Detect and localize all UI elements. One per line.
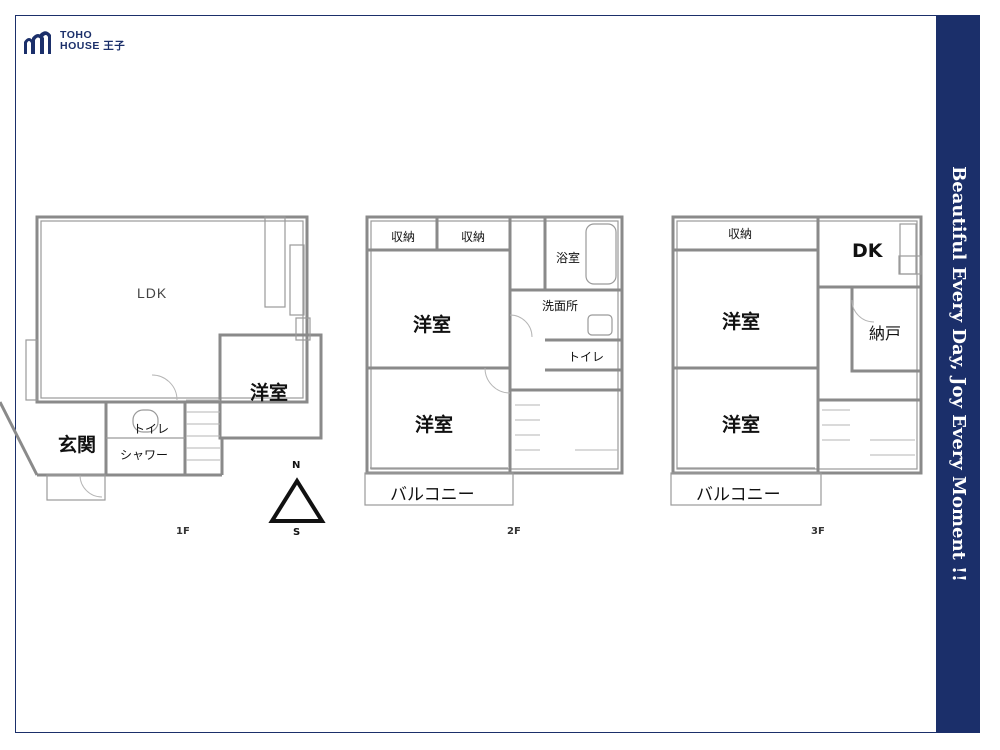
- floor-label-3f: 3F: [811, 526, 825, 537]
- page-frame: [15, 15, 937, 733]
- room-storage-3f: 収納: [728, 227, 753, 241]
- room-western-b-2f: 洋室: [415, 414, 454, 436]
- room-toilet-1f: トイレ: [133, 422, 170, 436]
- room-balcony-2f: バルコニー: [390, 485, 475, 505]
- room-storage-a-2f: 収納: [391, 230, 416, 244]
- room-balcony-3f: バルコニー: [696, 485, 781, 505]
- brand-name: TOHO HOUSE 王子: [60, 30, 125, 52]
- compass-north-label: N: [292, 460, 301, 471]
- brand-sidebar: [937, 15, 980, 733]
- room-western-1f: 洋室: [250, 382, 289, 404]
- room-toilet-2f: トイレ: [568, 350, 605, 364]
- room-shower-1f: シャワー: [120, 448, 169, 462]
- room-storage-b-2f: 収納: [461, 230, 486, 244]
- compass: [268, 477, 326, 523]
- floor-3f-walls: [670, 215, 923, 506]
- room-entrance-1f: 玄関: [58, 434, 97, 456]
- floor-1f-walls: [0, 215, 323, 501]
- room-western-a-3f: 洋室: [722, 311, 761, 333]
- brand-name-line2: HOUSE 王子: [60, 40, 126, 52]
- room-western-a-2f: 洋室: [413, 314, 452, 336]
- room-bath-2f: 浴室: [556, 251, 581, 265]
- room-washroom-2f: 洗面所: [542, 299, 579, 313]
- room-dk-3f: DK: [852, 240, 883, 262]
- floor-2f-walls: [364, 215, 624, 506]
- brand-name-line1: TOHO: [60, 29, 93, 41]
- toho-logo-icon: [24, 31, 51, 54]
- floor-label-2f: 2F: [507, 526, 521, 537]
- room-ldk-1f: LDK: [137, 285, 168, 301]
- room-western-b-3f: 洋室: [722, 414, 761, 436]
- room-closet-3f: 納戸: [869, 324, 902, 343]
- compass-south-label: S: [293, 527, 301, 538]
- floor-label-1f: 1F: [176, 526, 190, 537]
